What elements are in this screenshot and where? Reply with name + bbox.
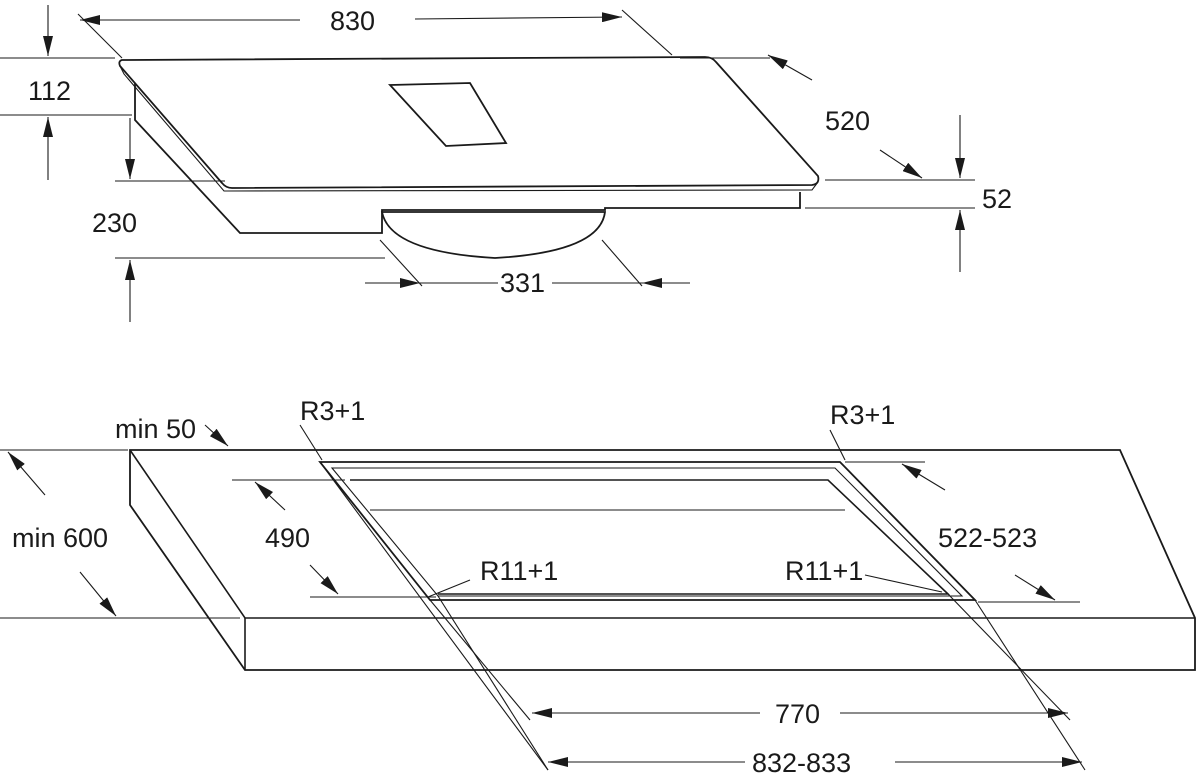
inner-width-label: 770 (775, 699, 820, 729)
motor-housing (380, 211, 607, 259)
cutout-dimensions: min 50 min 600 R3+1 R3+1 490 522-523 R11… (0, 396, 1086, 778)
inner-depth-label: 490 (265, 523, 310, 553)
width-label: 830 (330, 6, 375, 36)
outer-width-label: 832-833 (752, 748, 851, 778)
outer-depth-label: 522-523 (938, 523, 1037, 553)
min-edge-label: min 50 (115, 414, 196, 444)
corner-radius-left-label: R3+1 (300, 396, 365, 426)
cutout-rebate (330, 467, 964, 597)
hob-dimensions: 830 520 112 230 52 331 (0, 5, 1012, 322)
min-depth-label: min 600 (12, 523, 108, 553)
inner-radius-left-label: R11+1 (480, 556, 558, 586)
inner-radius-right-label: R11+1 (785, 556, 863, 586)
worktop-drawing (129, 449, 1196, 671)
depth-label: 520 (825, 106, 870, 136)
glass-height-label: 52 (982, 184, 1012, 214)
corner-radius-right-label: R3+1 (830, 400, 895, 430)
plate-offset-label: 112 (28, 76, 71, 106)
extractor-vent (387, 82, 508, 147)
motor-width-label: 331 (500, 268, 545, 298)
cutout-inner (350, 479, 951, 595)
total-height-label: 230 (92, 208, 137, 238)
hob-drawing (118, 56, 820, 259)
